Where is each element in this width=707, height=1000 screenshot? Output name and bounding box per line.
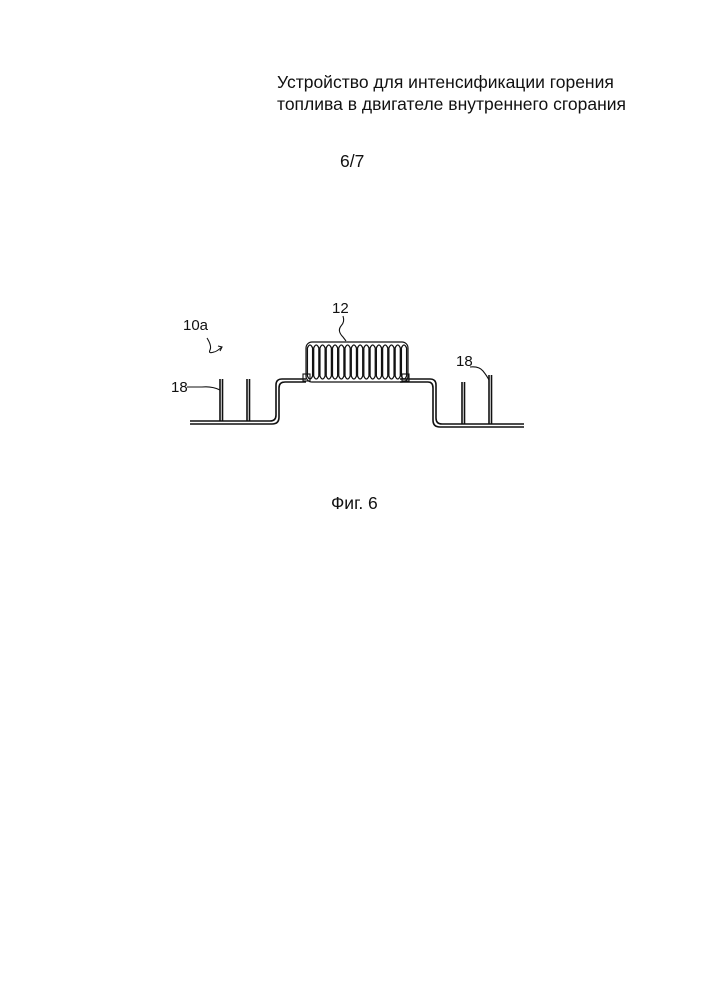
figure-caption: Фиг. 6 [331,493,378,514]
label-10a: 10a [183,317,209,334]
coil-spring [303,342,409,382]
label-18-left: 18 [171,379,188,396]
coil-turn [364,345,369,379]
label-12: 12 [332,300,349,317]
coil-turn [358,345,363,379]
leader-18-left [187,387,220,390]
coil-turn [370,345,375,379]
right-tabs [462,375,492,424]
coil-turn [345,345,350,379]
coil-turn [376,345,381,379]
leader-18-right [470,367,489,380]
coil-turn [339,345,344,379]
leader-12 [339,316,346,341]
coil-turn [326,345,331,379]
coil-turn [383,345,388,379]
base-strip [190,379,524,427]
coil-turn [314,345,319,379]
coil-turn [332,345,337,379]
coil-turn [351,345,356,379]
left-tabs [220,379,250,421]
coil-turn [395,345,400,379]
label-18-right: 18 [456,353,473,370]
coil-turn [389,345,394,379]
coil-turn [320,345,325,379]
